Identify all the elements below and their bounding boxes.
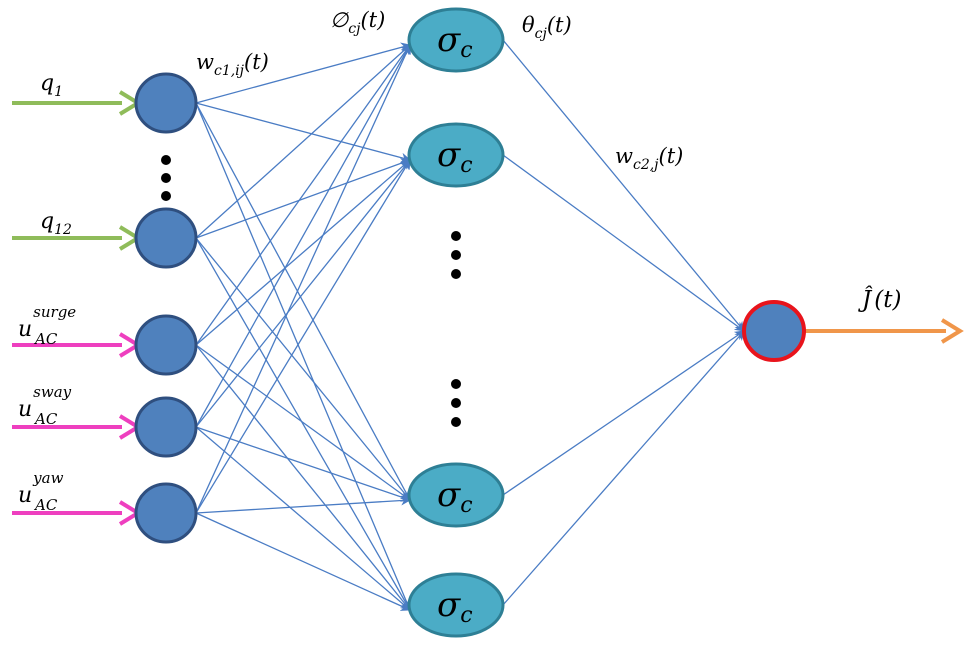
svg-text:σc: σc — [437, 475, 473, 518]
hidden-ellipsis-lower — [451, 379, 461, 427]
hidden-layer: σc σc σc σc — [407, 7, 505, 638]
input-arrow-q1 — [12, 90, 142, 116]
input-label-sway: usway — [18, 383, 72, 422]
edge-input-1-hidden-1 — [195, 42, 411, 104]
edge-input-1-hidden-4 — [195, 102, 412, 611]
input-node-q1 — [134, 72, 198, 134]
hidden-node-4: σc — [407, 572, 505, 638]
edge-input-4-hidden-4 — [195, 426, 411, 611]
edge-input-5-hidden-4 — [195, 512, 411, 611]
svg-text:σc: σc — [437, 135, 473, 178]
edge-input-3-hidden-1 — [195, 44, 411, 346]
input-arrow-q12 — [12, 225, 142, 251]
svg-text:σc: σc — [437, 585, 473, 628]
input-node-yaw — [134, 482, 198, 544]
hidden-node-1: σc — [407, 7, 505, 73]
edge-input-5-hidden-1 — [195, 44, 411, 514]
edge-input-1-hidden-2 — [195, 102, 411, 163]
output-label: Ĵ(t) — [858, 286, 901, 313]
input-hidden-connections — [195, 42, 412, 611]
hidden-output-label: θcj(t) — [522, 13, 572, 42]
edge-hidden-2-output — [502, 154, 745, 332]
hidden-output-connections — [502, 39, 745, 606]
input-node-surge — [134, 314, 198, 376]
input-layer — [134, 72, 198, 544]
hidden-input-label: ∅cj(t) — [330, 8, 385, 37]
edge-input-1-hidden-3 — [195, 102, 411, 501]
edge-hidden-1-output — [502, 39, 745, 332]
edge-input-2-hidden-4 — [195, 237, 411, 611]
input-sub-surge: AC — [33, 330, 58, 348]
edge-input-2-hidden-3 — [195, 237, 411, 501]
edge-input-2-hidden-1 — [195, 44, 411, 239]
weight-output-label: wc2,j(t) — [615, 144, 683, 173]
weight-input-label: wc1,ij(t) — [196, 50, 269, 79]
edge-input-3-hidden-3 — [195, 344, 411, 501]
output-arrow — [805, 318, 964, 344]
edge-hidden-3-output — [502, 330, 745, 496]
edge-input-4-hidden-1 — [195, 44, 411, 428]
edge-input-2-hidden-2 — [195, 158, 411, 239]
edge-input-5-hidden-2 — [195, 159, 411, 514]
edge-hidden-4-output — [502, 330, 745, 606]
input-sub-yaw: AC — [33, 496, 58, 514]
edge-input-5-hidden-3 — [195, 495, 411, 514]
input-node-q12 — [134, 207, 198, 269]
input-node-sway — [134, 396, 198, 458]
hidden-node-3: σc — [407, 462, 505, 528]
input-ellipsis — [161, 155, 171, 201]
svg-text:σc: σc — [437, 20, 473, 63]
edge-input-3-hidden-4 — [195, 344, 411, 611]
input-sub-sway: AC — [33, 410, 58, 428]
edge-input-3-hidden-2 — [195, 159, 411, 346]
output-node — [742, 300, 806, 362]
input-label-yaw: uyaw — [18, 469, 64, 508]
edge-input-4-hidden-2 — [195, 159, 411, 428]
edge-input-4-hidden-3 — [195, 426, 411, 502]
input-label-q1: q1 — [40, 71, 63, 100]
input-label-surge: usurge — [18, 303, 76, 342]
input-label-q12: q12 — [40, 209, 72, 238]
hidden-node-2: σc — [407, 122, 505, 188]
hidden-ellipsis-upper — [451, 231, 461, 279]
